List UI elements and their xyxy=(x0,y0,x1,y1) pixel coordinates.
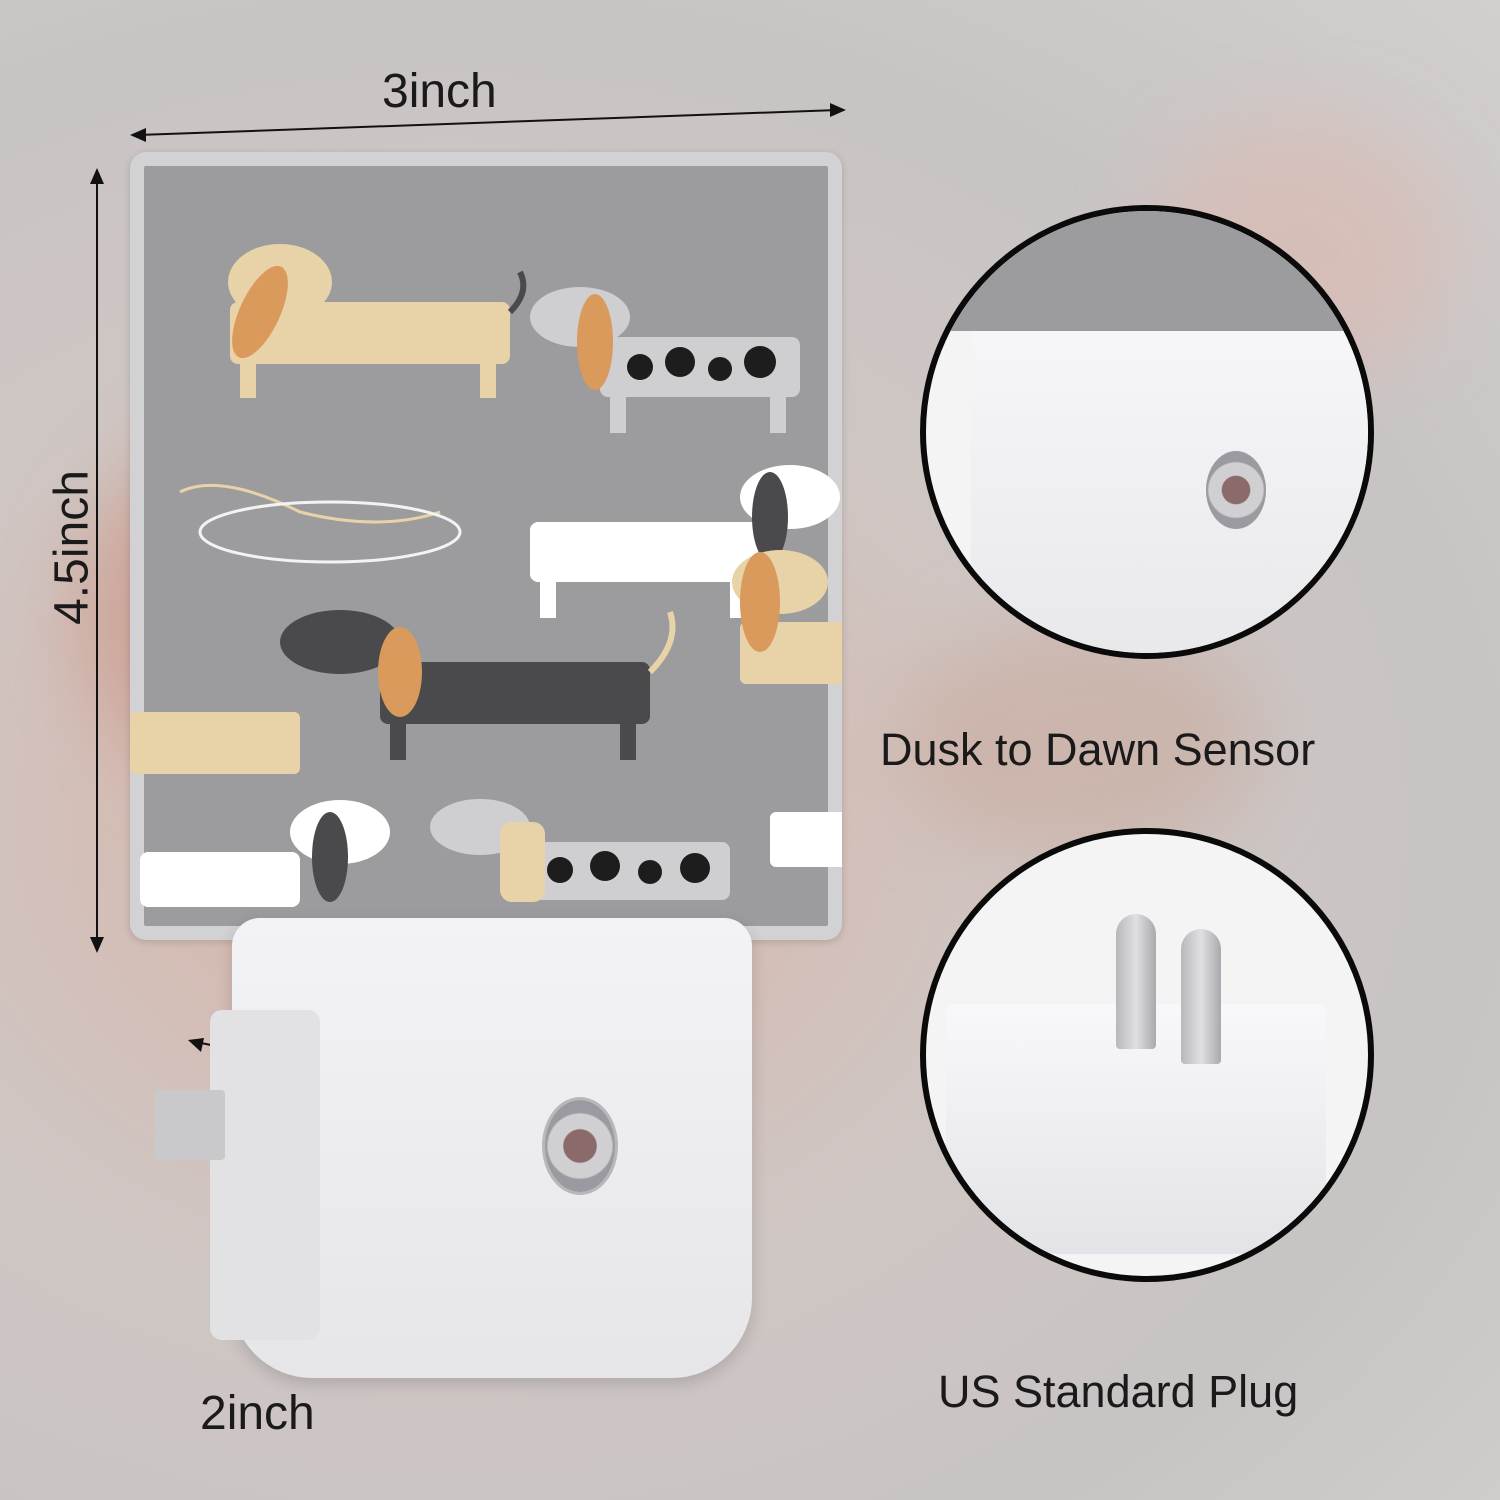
plug-prong-icon xyxy=(155,1090,225,1160)
depth-label: 2inch xyxy=(200,1387,315,1440)
light-sensor-icon xyxy=(545,1100,615,1192)
sensor-caption: Dusk to Dawn Sensor xyxy=(880,724,1316,775)
height-dimension-arrow-icon xyxy=(90,168,104,953)
height-label: 4.5inch xyxy=(45,470,99,625)
dachshund-pattern-panel xyxy=(130,152,842,940)
closeup-pattern-strip xyxy=(926,211,1368,331)
background-blur xyxy=(900,620,1260,860)
night-light-side xyxy=(210,1010,320,1340)
plug-closeup xyxy=(920,828,1374,1282)
plug-prong-icon xyxy=(1116,914,1156,1049)
light-sensor-icon xyxy=(1206,451,1266,529)
width-label: 3inch xyxy=(382,65,497,118)
sensor-closeup xyxy=(920,205,1374,659)
dachshund-pattern-icon xyxy=(130,244,842,907)
width-dimension-arrow-icon xyxy=(130,103,846,142)
plug-caption: US Standard Plug xyxy=(938,1366,1299,1417)
closeup-housing xyxy=(971,331,1368,653)
plug-prong-icon xyxy=(1181,929,1221,1064)
